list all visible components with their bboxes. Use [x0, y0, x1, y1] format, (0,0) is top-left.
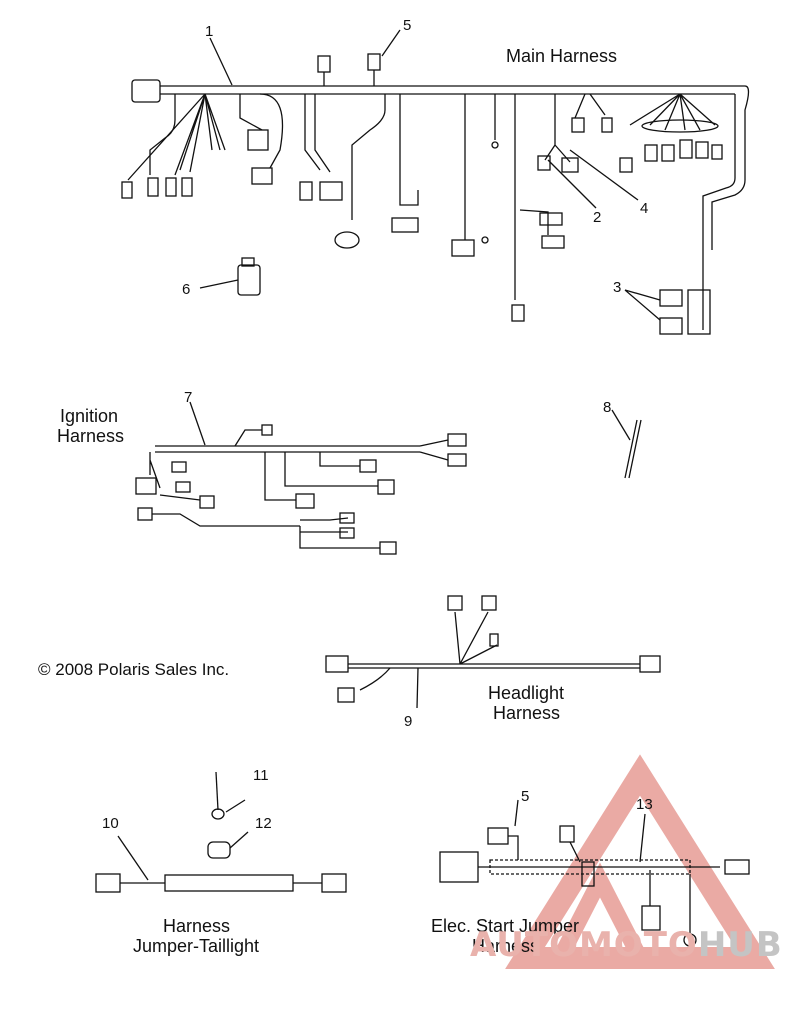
- callout-11: 11: [253, 767, 269, 784]
- watermark-part1: AUTOMOTO: [470, 925, 698, 965]
- callout-3: 3: [613, 279, 622, 296]
- taillight-harness-label-line1: Harness: [163, 916, 231, 936]
- main-harness-label: Main Harness: [506, 46, 618, 66]
- watermark-logo: AUTOMOTOHUB: [470, 925, 783, 965]
- callout-1: 1: [205, 23, 214, 40]
- callout-5-elec: 5: [521, 788, 530, 805]
- watermark-part2: HUB: [697, 925, 783, 965]
- headlight-harness-label-line1: Headlight: [488, 683, 565, 703]
- callout-10: 10: [102, 815, 119, 832]
- callout-13: 13: [636, 796, 653, 813]
- callout-5-main: 5: [403, 17, 412, 34]
- elec-start-label-line2: Harness: [472, 936, 540, 956]
- elec-start-label-line1: Elec. Start Jumper: [431, 916, 580, 936]
- copyright-notice: © 2008 Polaris Sales Inc.: [38, 660, 230, 679]
- callout-7: 7: [184, 389, 193, 406]
- callout-8: 8: [603, 399, 612, 416]
- callout-12: 12: [255, 815, 272, 832]
- taillight-jumper-drawing: [95, 771, 347, 893]
- headlight-harness-drawing: [325, 595, 661, 709]
- headlight-harness-label-line2: Harness: [493, 703, 561, 723]
- callout-9: 9: [404, 713, 413, 730]
- ignition-harness-label-line2: Harness: [57, 426, 125, 446]
- taillight-harness-label-line2: Jumper-Taillight: [133, 936, 260, 956]
- callout-6: 6: [182, 281, 191, 298]
- callout-2: 2: [593, 209, 602, 226]
- elec-start-jumper-drawing: [439, 799, 750, 947]
- callout-4: 4: [640, 200, 649, 217]
- main-harness-drawing: [121, 29, 750, 335]
- part-8-drawing: [611, 409, 642, 479]
- ignition-harness-label-line1: Ignition: [60, 406, 119, 426]
- ignition-harness-drawing: [135, 401, 467, 555]
